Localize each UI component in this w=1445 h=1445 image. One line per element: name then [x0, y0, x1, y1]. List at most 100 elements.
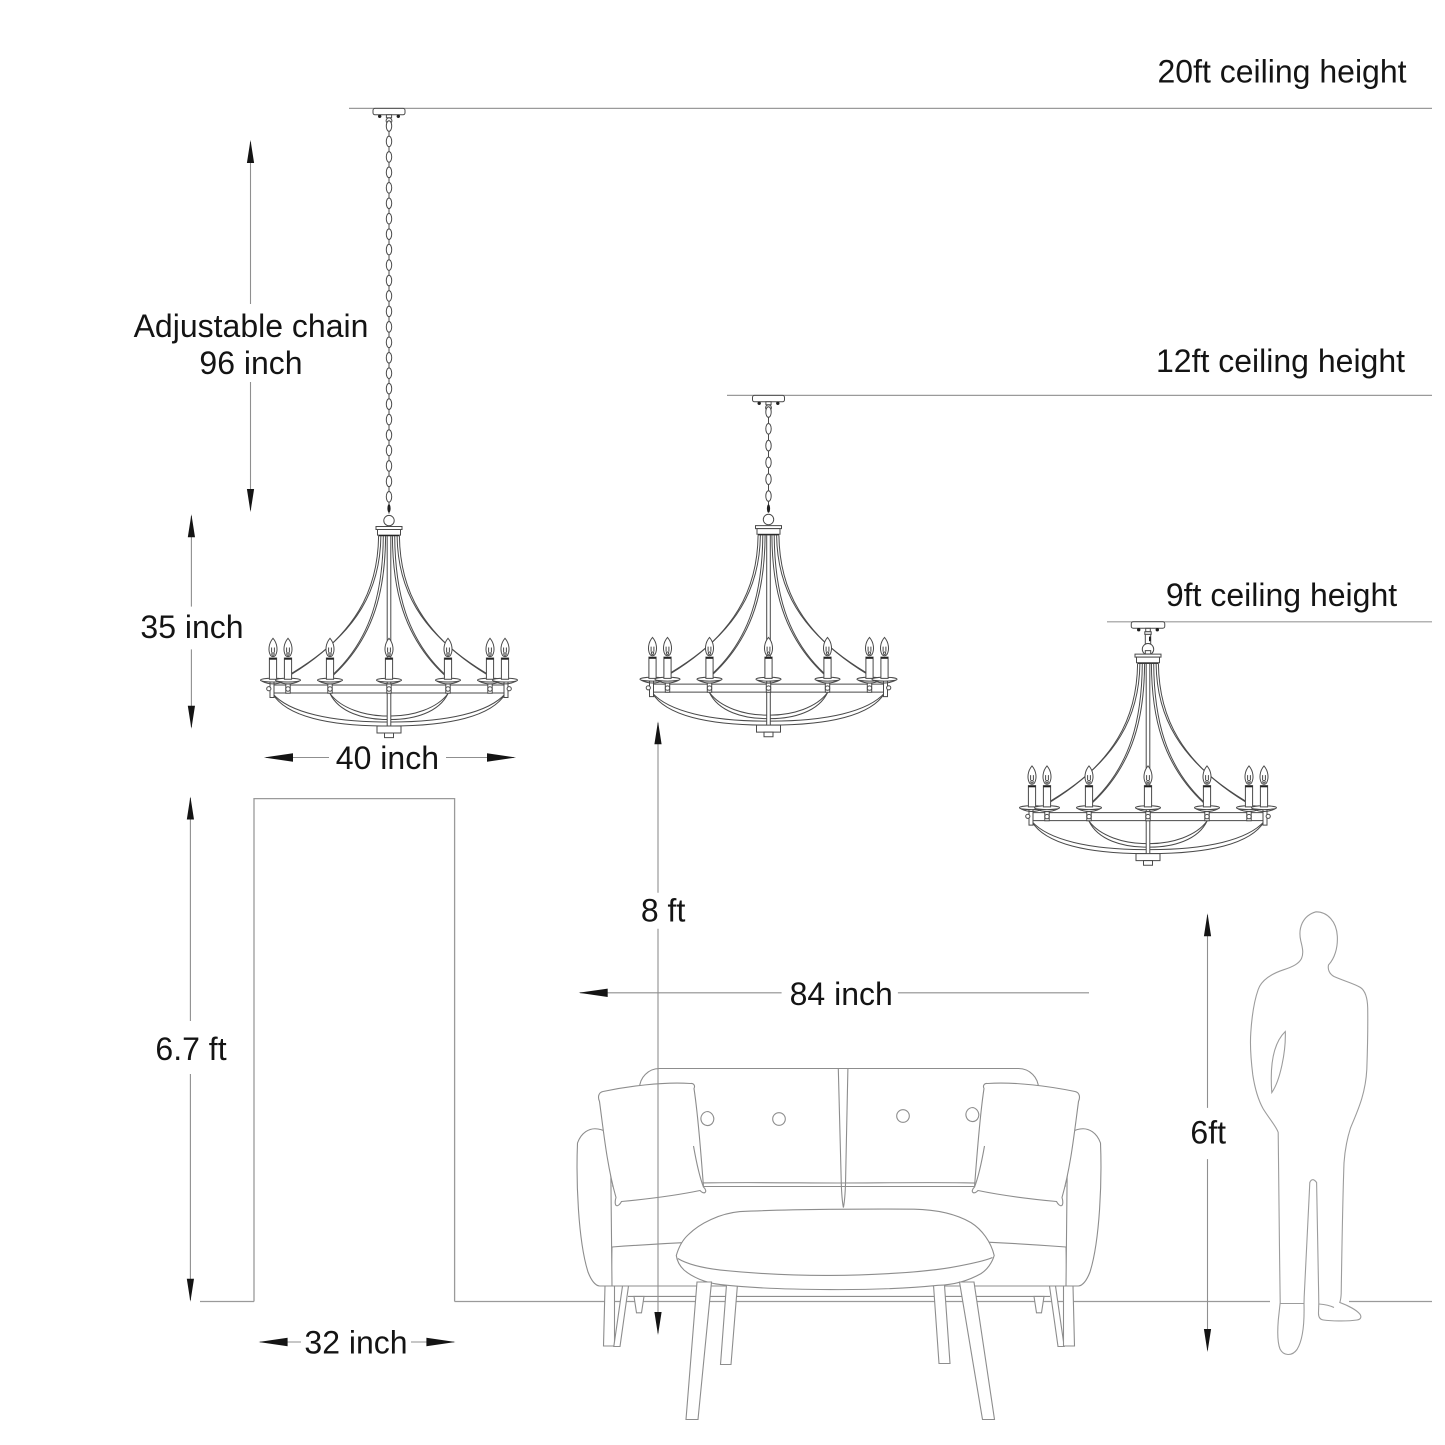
- dim-fixture-to-floor: 8 ft: [641, 721, 685, 1335]
- candle-part: [1247, 775, 1251, 781]
- candle-part: [276, 680, 300, 685]
- door-opening: [253, 797, 456, 1302]
- candle-part: [698, 679, 721, 684]
- candle-part: [822, 636, 833, 657]
- chain-connector: [766, 504, 771, 513]
- candle: [856, 636, 883, 684]
- person-outline: [1249, 911, 1369, 1356]
- chain-link: [385, 120, 393, 132]
- sofa-leg-left-front: [602, 1285, 616, 1347]
- chain-link: [385, 166, 393, 179]
- candle-socket: [764, 657, 773, 659]
- sofa-button-3: [896, 1109, 910, 1123]
- label-chain-line1: Adjustable chain: [134, 308, 369, 344]
- candle-part: [485, 637, 495, 658]
- dim-fixture-height: 35 inch: [140, 514, 244, 729]
- label-ceiling-12ft: 12ft ceiling height: [1156, 343, 1405, 379]
- table-top: [675, 1208, 995, 1291]
- candle-part: [1087, 775, 1091, 781]
- candle: [1251, 765, 1277, 812]
- candle-part: [443, 657, 453, 680]
- table-top-edge: [677, 1257, 993, 1276]
- sofa-foot-mid-left: [633, 1295, 645, 1314]
- bulb-filament: [1146, 779, 1150, 784]
- chain-link: [385, 460, 393, 472]
- candle-part: [1143, 785, 1153, 808]
- candle: [492, 637, 518, 685]
- candle-part: [1244, 765, 1254, 785]
- candle-part: [656, 679, 679, 684]
- arrowhead: [654, 1312, 662, 1335]
- candle-socket: [823, 657, 832, 659]
- sofa-pillow-right-crease: [973, 1145, 986, 1188]
- candle-part: [436, 680, 460, 685]
- candle-part: [1084, 785, 1094, 808]
- candle-socket: [385, 658, 393, 660]
- plate-screw: [757, 401, 761, 405]
- bulb-filament: [867, 651, 872, 655]
- candle-part: [865, 656, 874, 679]
- sofa-pillow-left-crease: [692, 1145, 705, 1188]
- candle-part: [500, 657, 510, 680]
- arrowhead: [1203, 913, 1212, 937]
- candle-part: [493, 680, 517, 685]
- chain-link: [765, 473, 772, 486]
- candle-part: [1195, 808, 1219, 812]
- label-sofa-width: 84 inch: [790, 976, 893, 1012]
- candle-part: [446, 647, 450, 653]
- mount-part: [1144, 650, 1152, 655]
- label-door-width: 32 inch: [304, 1325, 407, 1361]
- sofa-leg-right-front: [1062, 1285, 1076, 1347]
- sofa-button-1: [700, 1110, 715, 1127]
- candle-part: [1045, 775, 1049, 781]
- arrowhead: [426, 1337, 456, 1347]
- table-leg-front-left: [685, 1281, 713, 1421]
- sofa-back-divider: [837, 1068, 849, 1208]
- candle: [755, 636, 782, 684]
- arrowhead: [263, 753, 293, 762]
- chandelier-9ft: [1019, 621, 1277, 866]
- candle-part: [647, 636, 658, 657]
- candle: [435, 637, 461, 685]
- candle-part: [867, 646, 872, 652]
- table-leg-front-right: [958, 1281, 996, 1421]
- candle-socket: [486, 658, 494, 660]
- candle-part: [665, 646, 670, 652]
- chain-ring: [762, 513, 775, 526]
- candle: [477, 637, 503, 685]
- coffee-table: [675, 1208, 996, 1421]
- bulb-filament: [271, 652, 275, 656]
- chain-link: [385, 444, 393, 457]
- arrowhead: [578, 988, 608, 997]
- candle-socket: [648, 657, 657, 659]
- candle-part: [1030, 775, 1034, 781]
- candle-socket: [1260, 785, 1268, 788]
- plate-screw: [396, 114, 400, 119]
- sofa-button-4: [965, 1106, 980, 1123]
- candle-socket: [1028, 785, 1036, 788]
- sofa-foot-mid-right: [1033, 1295, 1045, 1314]
- sofa: [576, 1067, 1102, 1348]
- arrowhead: [654, 721, 662, 745]
- chain-link: [385, 274, 393, 287]
- candle-part: [283, 657, 293, 680]
- plate-screw: [1155, 628, 1160, 632]
- chain-part: [765, 401, 772, 406]
- chain-link: [765, 406, 772, 418]
- bulb-filament: [1205, 779, 1209, 784]
- chain-link: [765, 423, 772, 435]
- dim-fixture-width: 40 inch: [263, 740, 517, 776]
- plate-screw: [1137, 628, 1141, 632]
- dim-sofa-width: 84 inch: [578, 976, 1089, 1012]
- candle-part: [880, 656, 889, 679]
- candle: [376, 637, 402, 685]
- chain-link: [385, 290, 393, 302]
- candle-part: [283, 637, 293, 658]
- candle-part: [882, 646, 887, 652]
- candle-part: [268, 657, 278, 680]
- sofa-pillow-left: [597, 1082, 707, 1207]
- candle-part: [1202, 765, 1212, 785]
- chain-link: [765, 439, 772, 452]
- dim-door-height: 6.7 ft: [155, 796, 227, 1302]
